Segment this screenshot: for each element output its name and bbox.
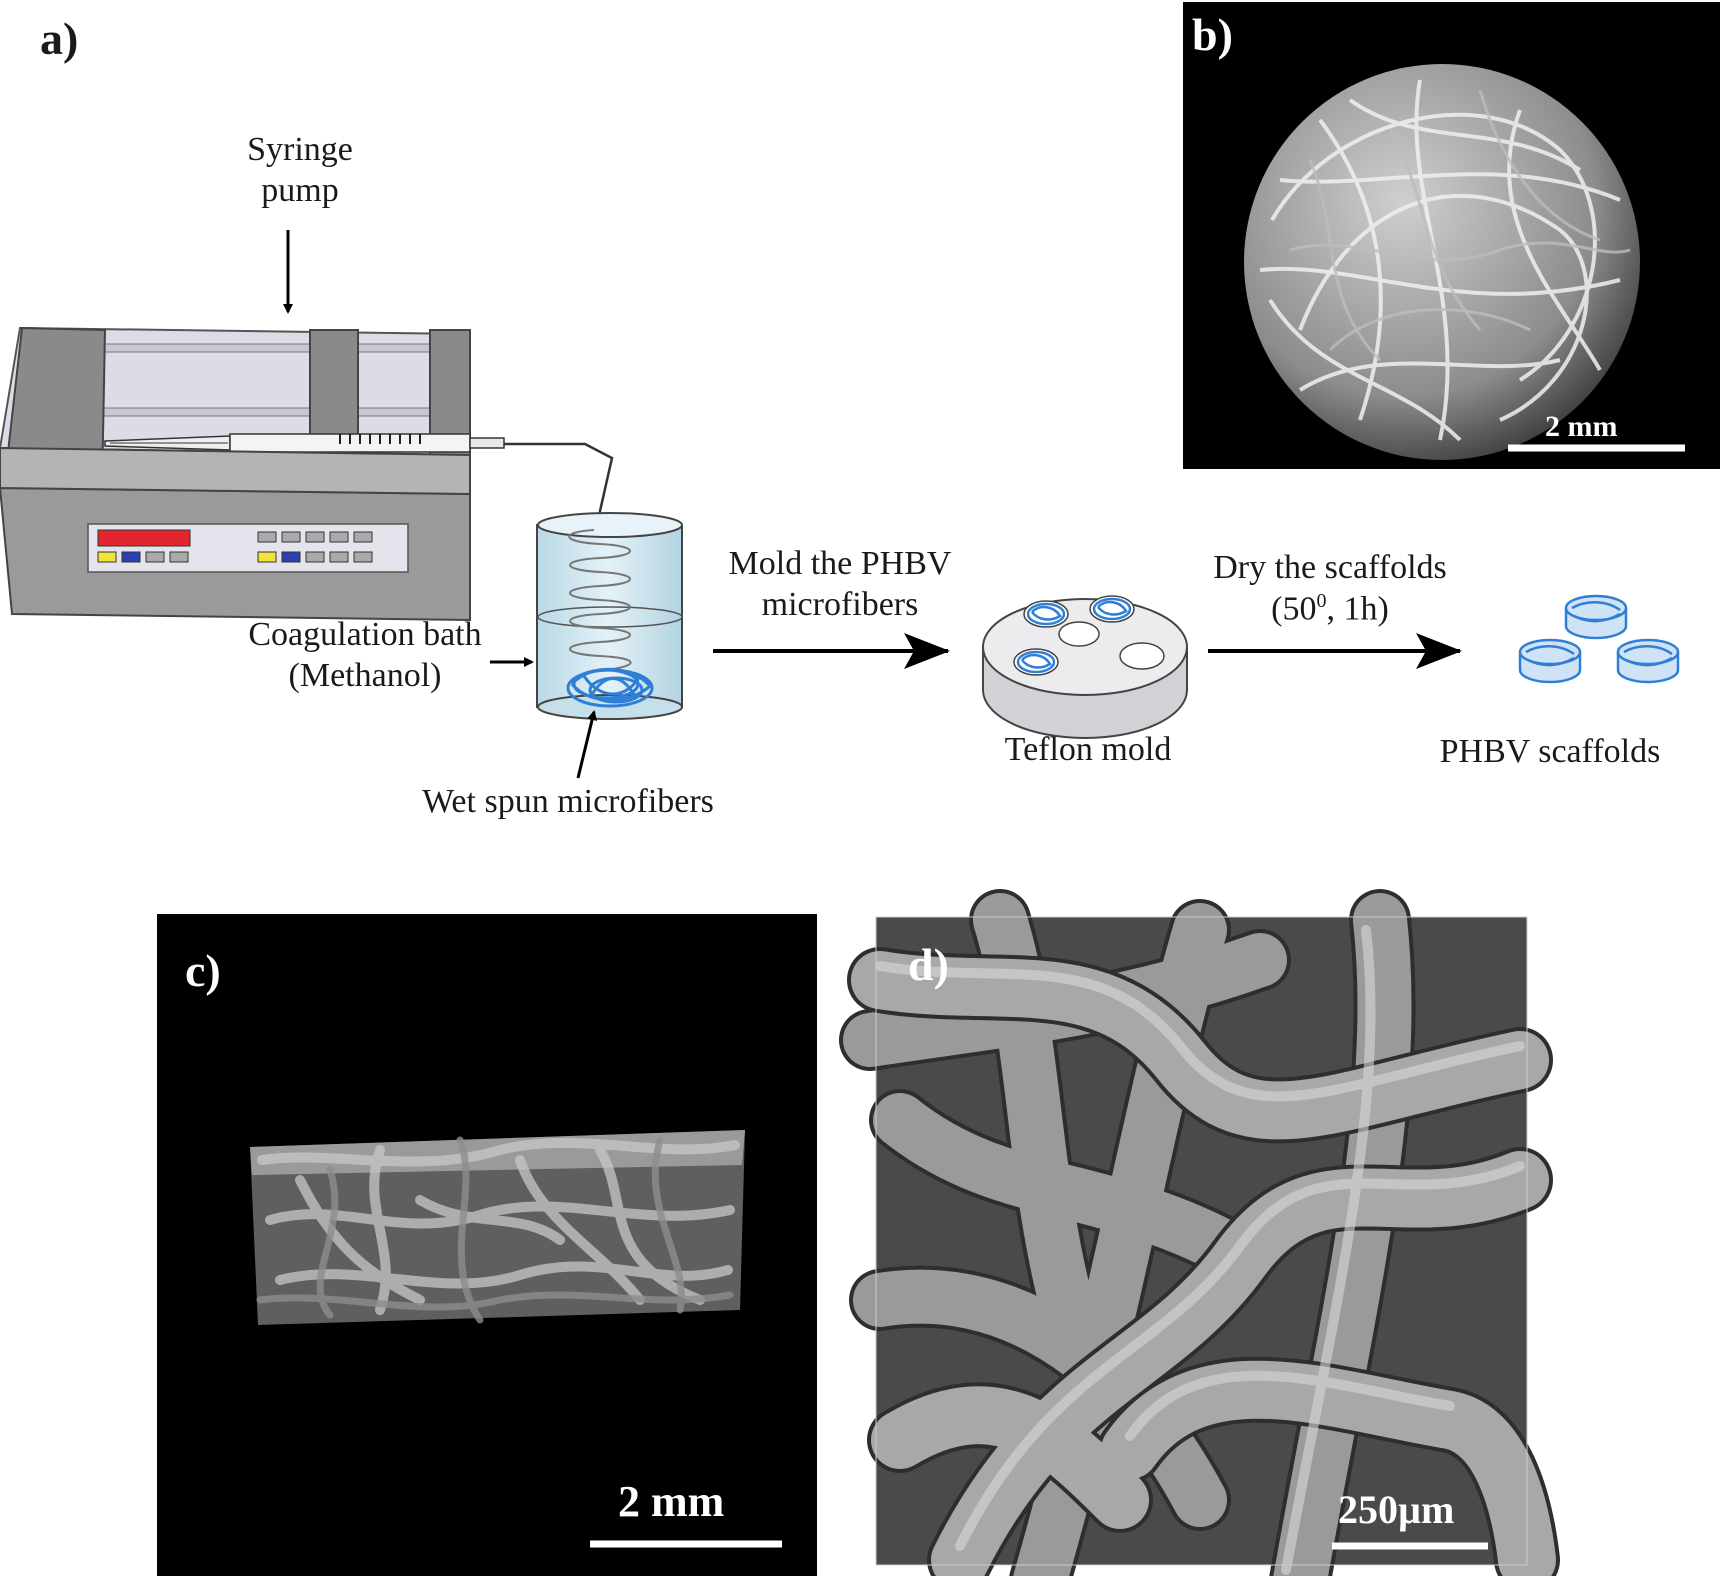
panel-c-scale-text: 2 mm xyxy=(618,1477,725,1526)
panel-a-label: a) xyxy=(40,13,79,64)
scaffold-disc-right xyxy=(1616,638,1680,684)
teflon-mold xyxy=(982,595,1188,739)
coagulation-bath-label: Coagulation bath (Methanol) xyxy=(248,616,482,694)
scaffold-disc-left xyxy=(1518,638,1582,684)
scaffold-disc-top xyxy=(1564,594,1628,640)
panel-c-label: c) xyxy=(185,945,221,996)
phbv-scaffolds xyxy=(1518,594,1680,684)
teflon-mold-label: Teflon mold xyxy=(1004,731,1172,768)
panel-b-label: b) xyxy=(1192,9,1233,60)
wet-spun-label: Wet spun microfibers xyxy=(422,783,714,820)
panel-b-scale-text: 2 mm xyxy=(1545,410,1618,443)
panel-d-scale-text: 250µm xyxy=(1338,1487,1455,1532)
syringe-pump xyxy=(0,326,505,622)
panel-b-image xyxy=(1183,2,1720,469)
mold-step-label: Mold the PHBV microfibers xyxy=(728,545,952,623)
panel-d-image xyxy=(839,889,1560,1576)
panel-c-image xyxy=(157,914,817,1576)
arrow-to-fibers xyxy=(576,710,597,779)
panel-d-label: d) xyxy=(908,939,949,990)
phbv-scaffolds-label: PHBV scaffolds xyxy=(1439,733,1661,770)
dry-step-label: Dry the scaffolds (500, 1h) xyxy=(1213,549,1447,628)
coagulation-bath xyxy=(536,512,683,720)
syringe-pump-label: Syringe pump xyxy=(247,131,353,209)
